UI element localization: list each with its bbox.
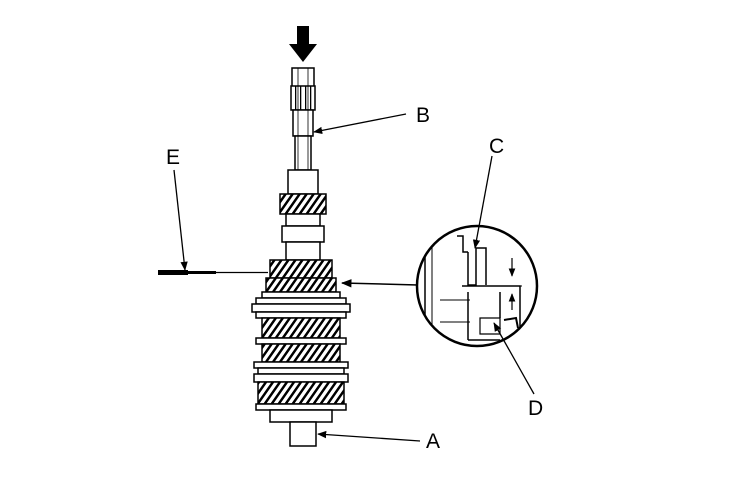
feeler-gauge	[158, 270, 268, 275]
callout-leaders	[173, 113, 535, 442]
callout-label-b: B	[416, 104, 430, 127]
magnified-detail-view	[415, 224, 539, 348]
gear-stack	[251, 259, 351, 447]
callout-label-e: E	[166, 146, 180, 169]
upper-gear	[279, 193, 327, 261]
callout-label-a: A	[426, 430, 440, 453]
down-arrow-icon	[289, 26, 317, 62]
mainshaft	[287, 67, 319, 195]
callout-label-c: C	[489, 135, 504, 158]
detail-pointer-line	[340, 279, 419, 288]
callout-label-d: D	[528, 397, 543, 420]
